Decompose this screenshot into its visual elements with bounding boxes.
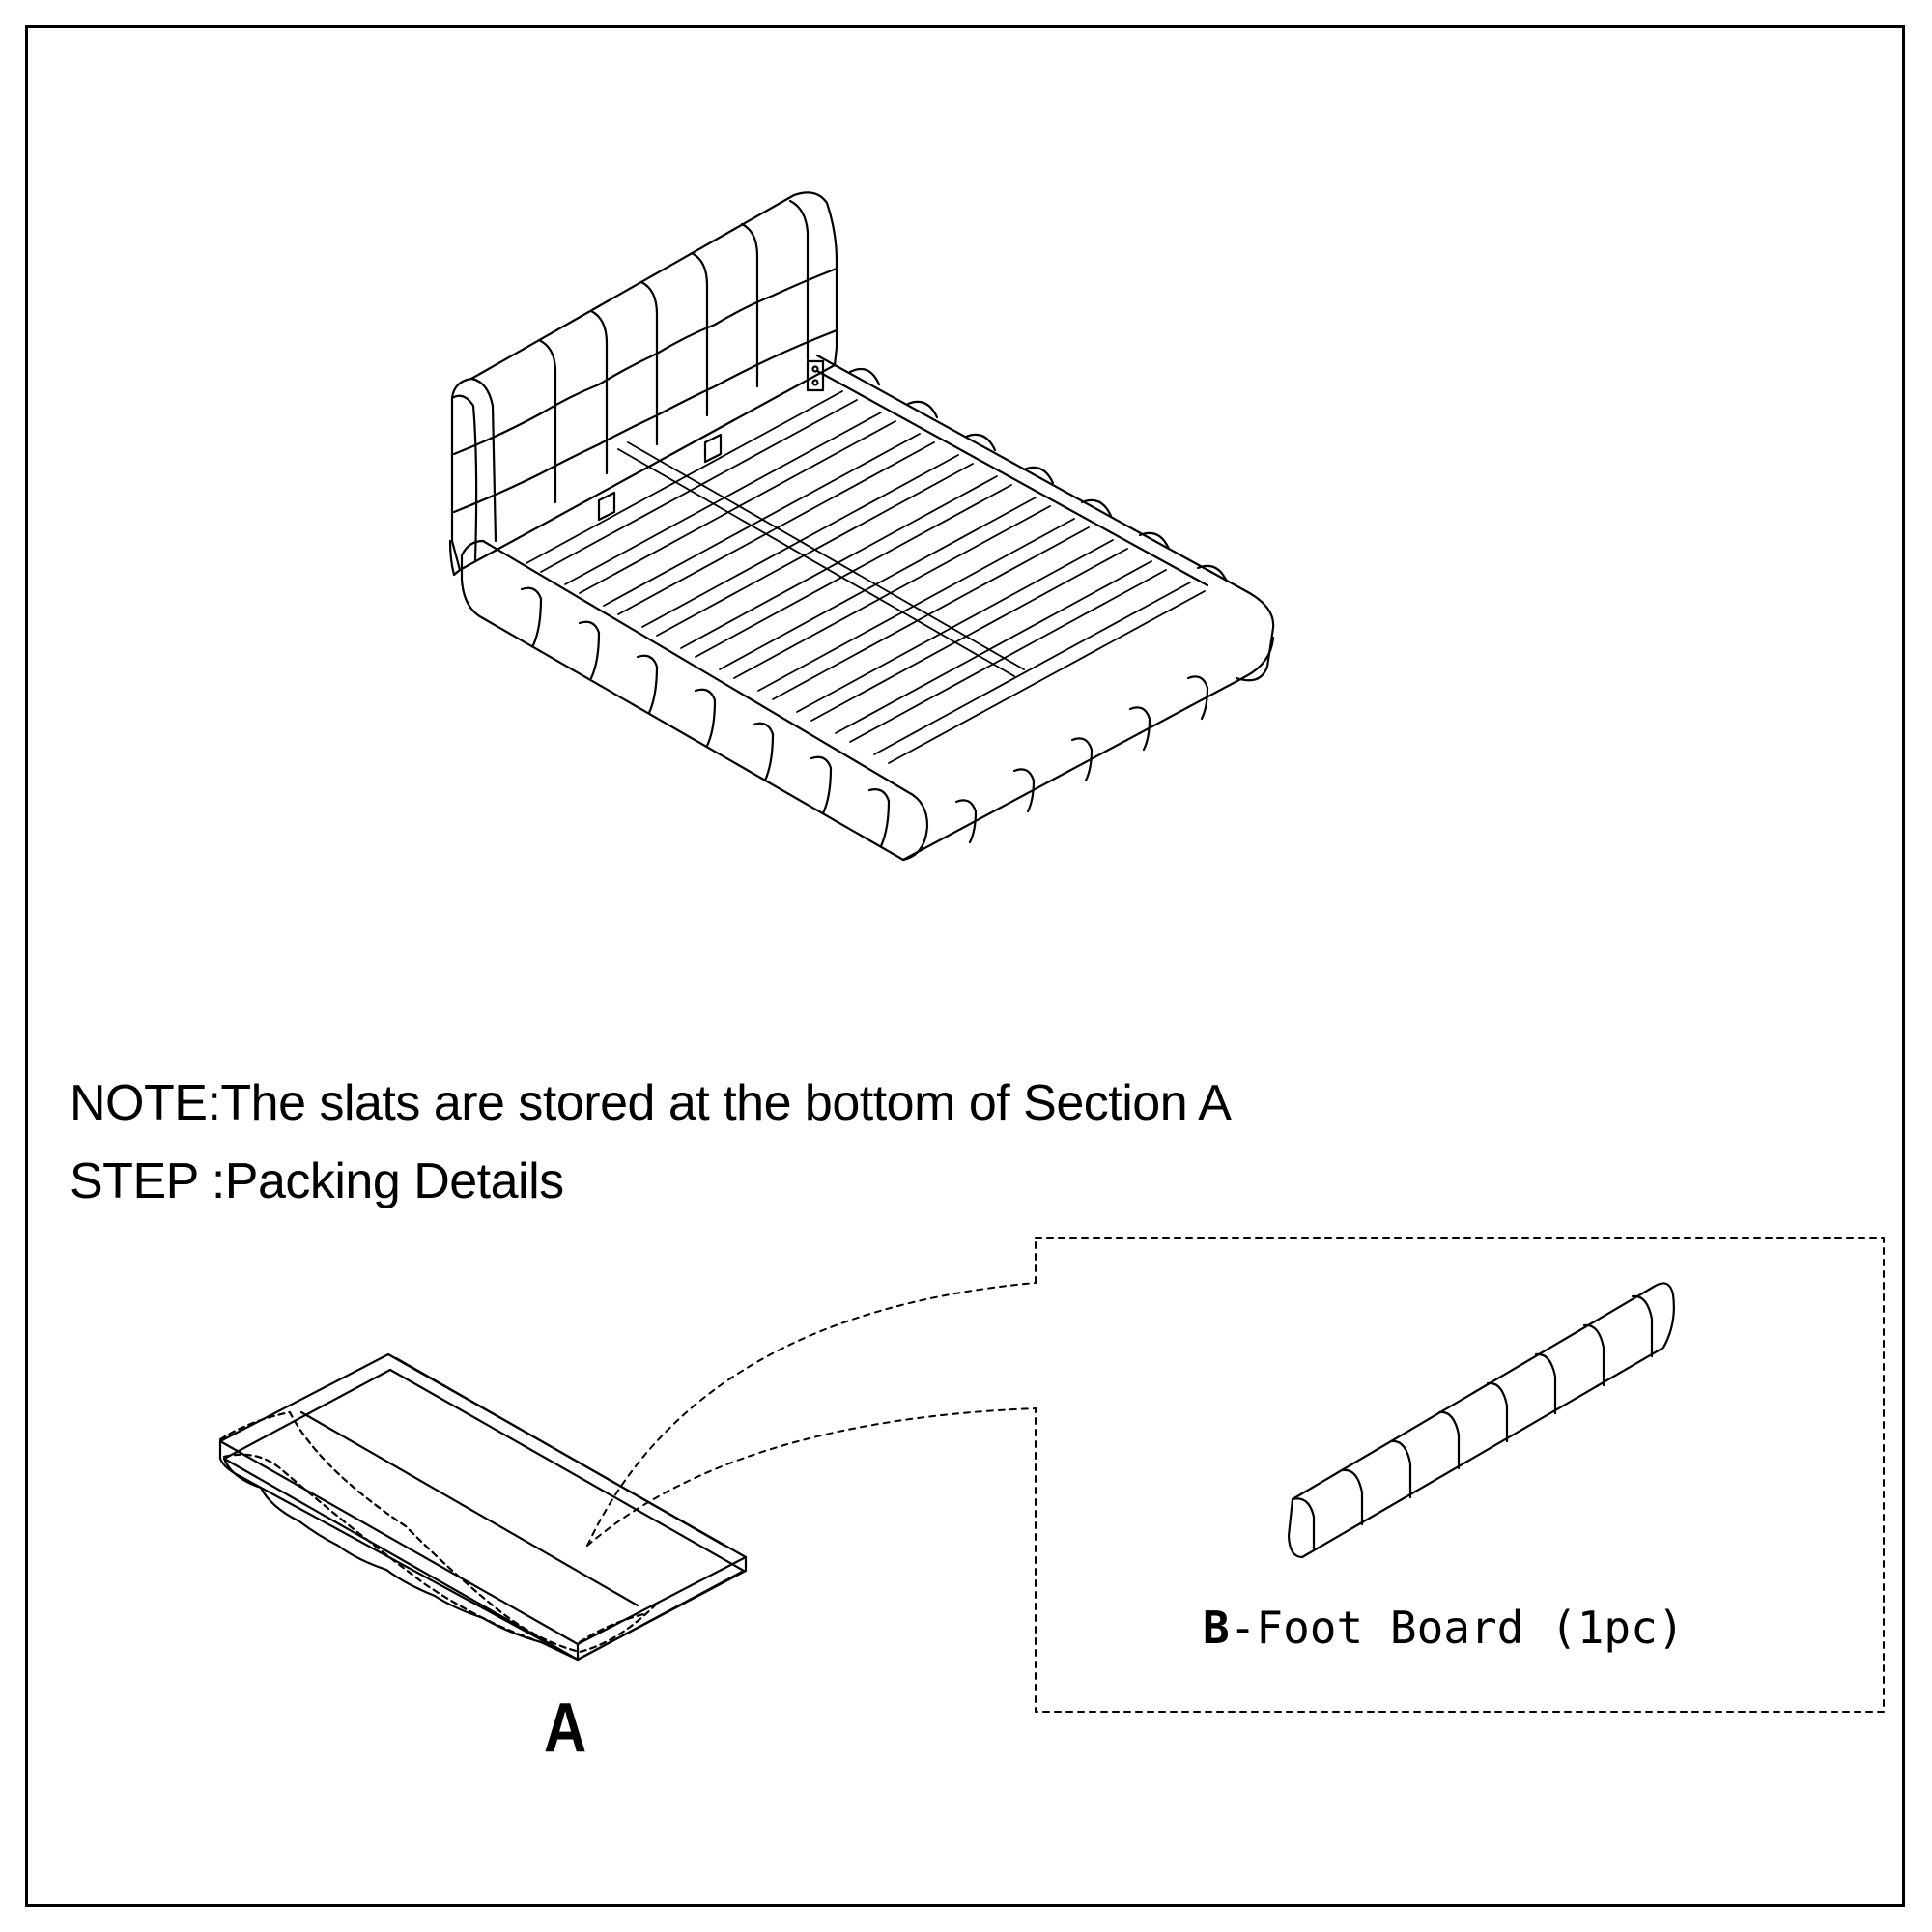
section-b-code: B [1203, 1602, 1230, 1654]
note-text: NOTE:The slats are stored at the bottom … [70, 1075, 1232, 1131]
assembled-bed-illustration [448, 191, 1275, 862]
section-b-label: B-Foot Board (1pc) [1203, 1602, 1685, 1654]
slats [526, 390, 1206, 764]
side-rail-right [815, 354, 1275, 682]
foot-rail-front [460, 539, 1275, 862]
headboard [448, 191, 838, 577]
page-border [25, 25, 1905, 1907]
callout-connector [586, 1237, 1885, 1713]
section-b-description: -Foot Board (1pc) [1229, 1602, 1685, 1654]
section-a-label: A [544, 1690, 587, 1767]
foot-board-illustration [1287, 1282, 1675, 1559]
section-a-package [218, 1352, 748, 1662]
step-text: STEP :Packing Details [70, 1153, 564, 1209]
headboard-brackets [597, 359, 825, 522]
